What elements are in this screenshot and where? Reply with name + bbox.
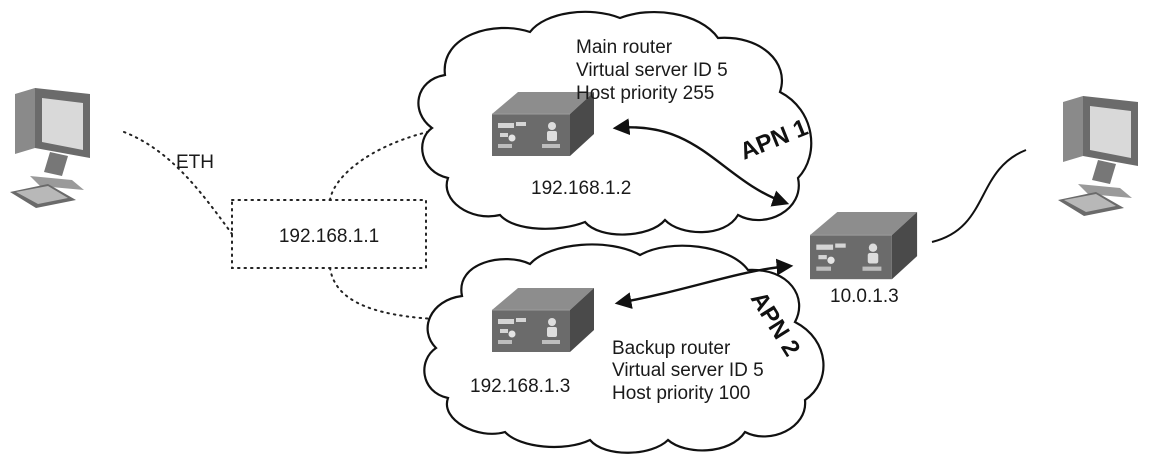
apn1-arrow (612, 118, 790, 207)
remote-link (931, 149, 1027, 243)
remote-router-icon (809, 211, 918, 280)
eth-link-backup-router (329, 267, 471, 321)
apn2-arrow (614, 258, 794, 309)
virtual-ip-label: 192.168.1.1 (279, 226, 379, 247)
main-router-virtual-server: Virtual server ID 5 (576, 60, 728, 81)
eth-link-main-router (329, 124, 471, 201)
backup-router-priority: Host priority 100 (612, 383, 750, 404)
eth-label: ETH (176, 152, 214, 173)
eth-link-left-pc (123, 131, 233, 235)
main-router-priority: Host priority 255 (576, 83, 714, 104)
left-pc-icon (10, 88, 90, 208)
backup-router-ip: 192.168.1.3 (470, 376, 570, 397)
backup-router-icon (491, 287, 595, 353)
main-router-name: Main router (576, 37, 673, 58)
remote-router-ip: 10.0.1.3 (830, 286, 899, 307)
backup-router-name: Backup router (612, 338, 731, 359)
main-router-ip: 192.168.1.2 (531, 178, 631, 199)
backup-router-virtual-server: Virtual server ID 5 (612, 360, 764, 381)
virtual-ip-box (231, 199, 427, 269)
right-pc-icon (1058, 96, 1138, 216)
